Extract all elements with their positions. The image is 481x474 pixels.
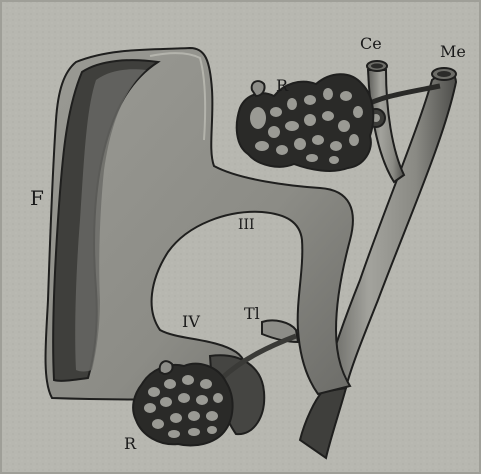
label-r-bottom: R [124, 436, 136, 452]
label-f: F [30, 188, 44, 208]
label-me: Me [440, 44, 466, 60]
label-iv: IV [182, 314, 200, 330]
label-r-top: R [276, 78, 288, 94]
label-tl: Tl [244, 306, 260, 322]
label-iii: III [238, 218, 255, 232]
label-ce: Ce [360, 36, 382, 52]
rete-top [237, 74, 374, 171]
